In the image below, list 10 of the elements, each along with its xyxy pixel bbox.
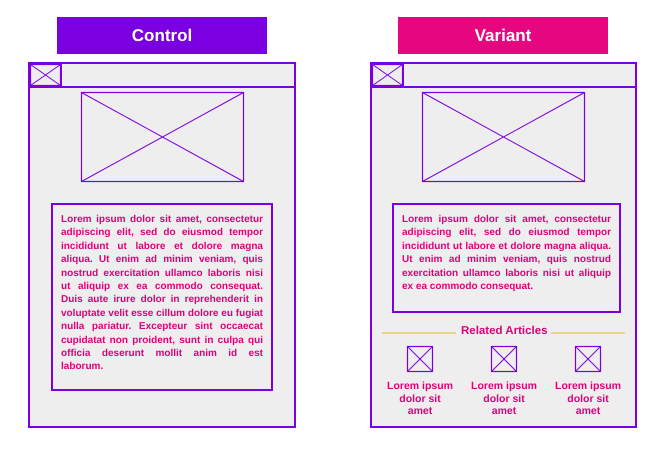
article-caption: Lorem ipsum dolor sit amet [554, 380, 622, 418]
title-banner: Variant [398, 17, 608, 54]
text-panel: Lorem ipsum dolor sit amet, consectetur adipiscing elit, sed do eiusmod tempor incididunt ut labore et dolore magna aliqua. Ut enim ad minim veniam, quis nostrud exercitation ullamco laboris nisi ut aliquip ex ea commodo consequat. [392, 203, 621, 313]
section-heading: Related Articles [461, 325, 548, 337]
browser-window-frame [370, 62, 637, 428]
text-panel: Lorem ipsum dolor sit amet, consectetur adipiscing elit, sed do eiusmod tempor incididunt ut labore et dolore magna aliqua. Ut enim ad minim veniam, quis nostrud exercitation ullamco laboris nisi ut aliquip ex ea commodo consequat. Duis aute irure dolor in reprehenderit in voluptate velit esse cillum dolore eu fugiat nulla pariatur. Excepteur sint occaecat cupidatat non proident, sunt in culpa qui officia deserunt mollit anim id est laborum. [51, 203, 273, 391]
title-banner: Control [57, 17, 267, 54]
article-caption: Lorem ipsum dolor sit amet [386, 380, 454, 418]
article-caption: Lorem ipsum dolor sit amet [470, 380, 538, 418]
browser-window-frame [28, 62, 296, 428]
